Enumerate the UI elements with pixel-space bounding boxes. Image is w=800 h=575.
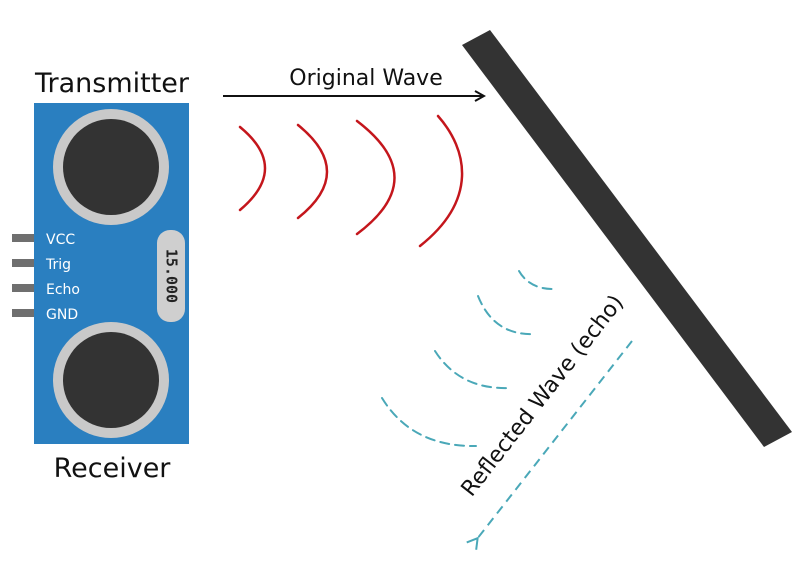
pin-label-gnd: GND — [46, 307, 78, 323]
sensor-pins — [12, 234, 36, 317]
pin-trig — [12, 259, 36, 267]
pin-label-echo: Echo — [46, 282, 80, 298]
original-arc-3 — [355, 119, 396, 236]
reflected-wave-label: Reflected Wave (echo) — [457, 291, 629, 502]
transmitter-transducer — [53, 109, 169, 225]
original-wave-arcs — [238, 114, 464, 248]
reflected-arc-4 — [381, 397, 477, 448]
pin-vcc — [12, 234, 36, 242]
receiver-label: Receiver — [54, 453, 172, 484]
reflected-arc-3 — [434, 350, 511, 390]
reflected-arc-2 — [477, 295, 536, 336]
reflected-arc-1 — [518, 270, 557, 291]
original-arc-2 — [296, 123, 329, 220]
receiver-transducer — [53, 322, 169, 438]
reflector-surface — [462, 30, 792, 447]
reflected-wave-arrow — [466, 340, 633, 550]
pin-gnd — [12, 309, 36, 317]
pin-label-trig: Trig — [45, 257, 71, 273]
pin-echo — [12, 284, 36, 292]
reflected-wave-arcs — [381, 270, 557, 448]
original-arc-4 — [418, 114, 464, 248]
svg-text:15.000: 15.000 — [163, 249, 181, 303]
sensor-display: 15.000 — [157, 230, 185, 322]
original-wave-label: Original Wave — [289, 66, 442, 91]
original-arc-1 — [238, 125, 267, 212]
transmitter-label: Transmitter — [34, 68, 190, 99]
pin-label-vcc: VCC — [46, 232, 75, 248]
